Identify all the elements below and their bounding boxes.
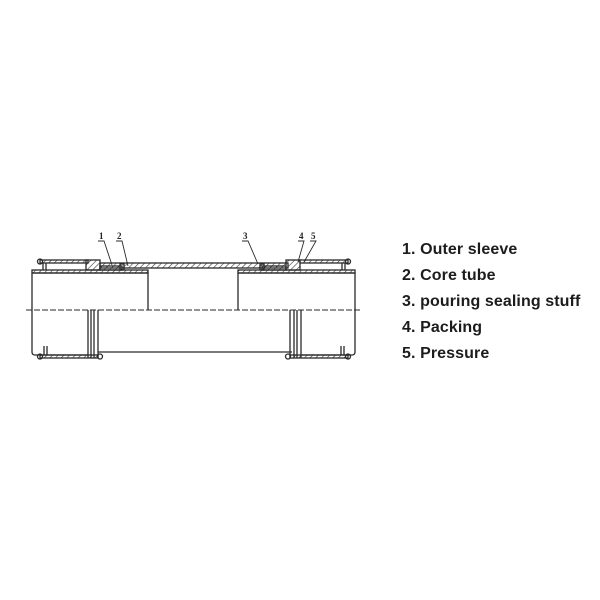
bottom-right-bolt-rod [284, 346, 352, 360]
left-pipe [31, 269, 149, 356]
legend-item-pouring-sealing-stuff: 3. pouring sealing stuff [402, 293, 581, 310]
left-flange [87, 310, 99, 358]
callout-leaders [98, 240, 317, 267]
right-packing-gland [259, 259, 301, 271]
callout-5: 5 [311, 231, 316, 241]
parts-legend: 1. Outer sleeve 2. Core tube 3. pouring … [402, 237, 580, 367]
legend-item-pressure: 5. Pressure [402, 345, 490, 362]
right-flange [289, 310, 302, 358]
callout-3: 3 [243, 231, 248, 241]
callout-numbers: 1 2 3 4 5 [99, 231, 316, 241]
top-right-bolt-rod [299, 258, 352, 270]
legend-item-packing: 4. Packing [402, 319, 483, 336]
callout-4: 4 [299, 231, 304, 241]
legend-item-core-tube: 2. Core tube [402, 267, 496, 284]
callout-2: 2 [117, 231, 122, 241]
callout-1: 1 [99, 231, 104, 241]
top-left-bolt-rod [36, 258, 89, 270]
legend-item-outer-sleeve: 1. Outer sleeve [402, 241, 518, 258]
left-packing-gland [85, 259, 125, 271]
bottom-left-bolt-rod [36, 346, 104, 360]
